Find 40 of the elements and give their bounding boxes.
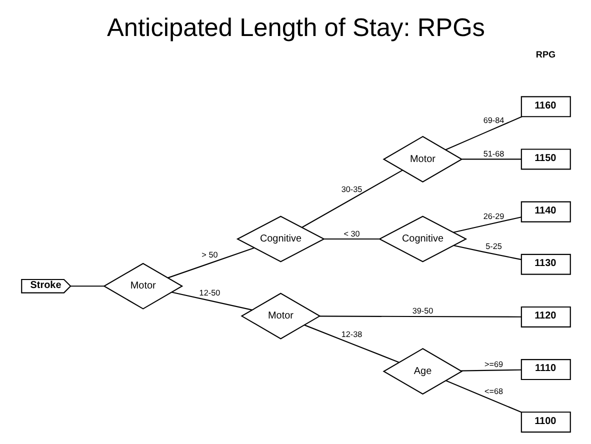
edge-label: 12-50 — [198, 288, 220, 298]
connector — [70, 286, 104, 287]
node-box: 1120 — [520, 306, 570, 328]
edge-label: <=68 — [484, 387, 503, 396]
node-box: 1110 — [520, 359, 570, 380]
node-diamond: Motor — [102, 262, 183, 310]
edge-label: 69-84 — [482, 116, 504, 126]
node-diamond: Cognitive — [236, 216, 325, 262]
connector — [444, 116, 522, 150]
connector — [453, 244, 521, 260]
edge-label: 5-25 — [485, 242, 502, 252]
connector — [462, 158, 521, 160]
edge-label: >=69 — [484, 360, 503, 369]
node-diamond: Motor — [382, 136, 462, 183]
edge-label: < 30 — [343, 229, 360, 238]
connector — [319, 316, 521, 318]
node-box: 1100 — [520, 412, 570, 433]
edge-label: 26-29 — [482, 212, 504, 222]
edge-label: 12-38 — [340, 330, 362, 340]
connector — [445, 380, 521, 413]
connector — [324, 238, 379, 240]
connector — [167, 247, 254, 278]
diagram-title: Anticipated Length of Stay: RPGs — [106, 14, 485, 42]
connector — [304, 324, 399, 363]
node-diamond: Cognitive — [378, 216, 467, 262]
connector — [171, 292, 252, 310]
connector — [452, 216, 521, 233]
connector — [301, 170, 402, 228]
edge-label: 30-35 — [340, 185, 362, 194]
node-diamond: Age — [382, 348, 462, 395]
node-box: 1140 — [520, 201, 570, 222]
edge-label: 39-50 — [412, 306, 433, 316]
node-box: 1150 — [520, 148, 570, 170]
node-box: 1130 — [520, 254, 570, 275]
connector — [460, 369, 521, 372]
node-diamond: Motor — [240, 292, 320, 340]
node-box: 1160 — [520, 96, 570, 118]
edge-label: 51-68 — [482, 150, 504, 159]
label: RPG — [535, 49, 556, 60]
edge-label: > 50 — [201, 250, 218, 260]
